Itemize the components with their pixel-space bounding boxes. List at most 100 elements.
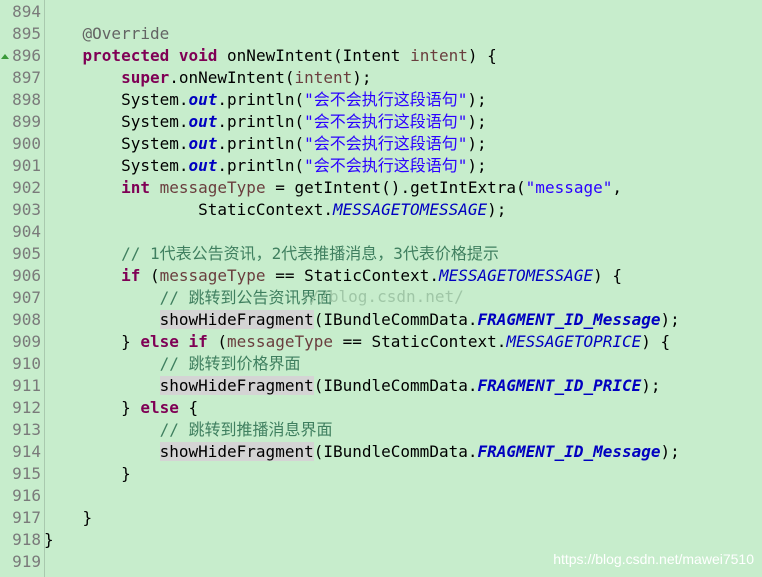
code-token: out [188, 90, 218, 109]
line-number: 903 [12, 200, 41, 219]
line-code: showHideFragment(IBundleCommData.FRAGMEN… [44, 309, 680, 331]
line-number: 901 [12, 156, 41, 175]
code-line[interactable]: 903 StaticContext.MESSAGETOMESSAGE); [0, 199, 762, 221]
code-line[interactable]: 896 protected void onNewIntent(Intent in… [0, 45, 762, 67]
line-number: 909 [12, 332, 41, 351]
code-token: super [121, 68, 170, 87]
code-token: ) { [467, 46, 497, 65]
line-code: System.out.println("会不会执行这段语句"); [44, 89, 487, 111]
code-token: FRAGMENT_ID_Message [477, 310, 661, 329]
code-token: "会不会执行这段语句" [304, 134, 468, 153]
line-number: 915 [12, 464, 41, 483]
code-line[interactable]: 904 [0, 221, 762, 243]
code-token: ); [467, 156, 487, 175]
code-line[interactable]: 905 // 1代表公告资讯，2代表推播消息，3代表价格提示 [0, 243, 762, 265]
line-code: } [44, 463, 131, 485]
line-number: 902 [12, 178, 41, 197]
code-token: == StaticContext. [333, 332, 507, 351]
code-token [44, 178, 121, 197]
code-token: } [44, 398, 141, 417]
code-line[interactable]: 916 [0, 485, 762, 507]
code-token: messageType [159, 178, 266, 197]
code-line[interactable]: 913 // 跳转到推播消息界面 [0, 419, 762, 441]
code-line[interactable]: 919 [0, 551, 762, 573]
line-code: } else if (messageType == StaticContext.… [44, 331, 670, 353]
code-line[interactable]: 915 } [0, 463, 762, 485]
code-token: protected [82, 46, 170, 65]
code-token [44, 46, 83, 65]
code-token: else [140, 332, 179, 351]
line-code: @Override [44, 23, 170, 45]
line-code: // 跳转到价格界面 [44, 353, 301, 375]
code-token: FRAGMENT_ID_Message [477, 442, 661, 461]
line-number: 917 [12, 508, 41, 527]
code-token: } [44, 464, 131, 483]
code-token: ); [467, 112, 487, 131]
code-token [44, 442, 160, 461]
code-line[interactable]: 894 [0, 1, 762, 23]
code-token: void [178, 46, 218, 65]
code-line[interactable]: 917 } [0, 507, 762, 529]
code-token [44, 354, 160, 373]
code-token: .onNewIntent( [169, 68, 295, 87]
code-token: "message" [525, 178, 613, 197]
code-line[interactable]: 914 showHideFragment(IBundleCommData.FRA… [0, 441, 762, 463]
code-token: out [188, 134, 218, 153]
code-token: MESSAGETOMESSAGE [332, 200, 488, 219]
code-token: = getIntent().getIntExtra( [265, 178, 526, 197]
code-line[interactable]: 900 System.out.println("会不会执行这段语句"); [0, 133, 762, 155]
code-line[interactable]: 909 } else if (messageType == StaticCont… [0, 331, 762, 353]
code-line[interactable]: 911 showHideFragment(IBundleCommData.FRA… [0, 375, 762, 397]
code-line[interactable]: 907 // 跳转到公告资讯界面 [0, 287, 762, 309]
line-number: 896 [12, 46, 41, 65]
line-code: System.out.println("会不会执行这段语句"); [44, 155, 487, 177]
code-token: if [121, 266, 141, 285]
line-number: 913 [12, 420, 41, 439]
code-line[interactable]: 899 System.out.println("会不会执行这段语句"); [0, 111, 762, 133]
code-line[interactable]: 898 System.out.println("会不会执行这段语句"); [0, 89, 762, 111]
code-line[interactable]: 902 int messageType = getIntent().getInt… [0, 177, 762, 199]
code-line[interactable]: 908 showHideFragment(IBundleCommData.FRA… [0, 309, 762, 331]
code-token: showHideFragment [159, 310, 314, 329]
code-token: // 1代表公告资讯，2代表推播消息，3代表价格提示 [121, 244, 499, 263]
line-number: 894 [12, 2, 41, 21]
code-token: else [140, 398, 179, 417]
line-code: System.out.println("会不会执行这段语句"); [44, 133, 487, 155]
code-token: (IBundleCommData. [313, 310, 478, 329]
code-token: out [188, 112, 218, 131]
line-code: // 1代表公告资讯，2代表推播消息，3代表价格提示 [44, 243, 499, 265]
code-token: if [188, 332, 208, 351]
code-token [44, 266, 121, 285]
code-token: // 跳转到推播消息界面 [159, 420, 333, 439]
code-token [150, 178, 160, 197]
code-token [44, 24, 83, 43]
code-token: out [188, 156, 218, 175]
code-token: ( [140, 266, 160, 285]
code-line[interactable]: 910 // 跳转到价格界面 [0, 353, 762, 375]
code-line[interactable]: 897 super.onNewIntent(intent); [0, 67, 762, 89]
bottom-watermark: https://blog.csdn.net/mawei7510 [553, 551, 754, 567]
override-triangle-icon[interactable] [1, 54, 9, 59]
code-token [44, 310, 160, 329]
code-token: StaticContext. [44, 200, 333, 219]
code-line[interactable]: 918} [0, 529, 762, 551]
code-token: .println( [217, 112, 305, 131]
code-token: System. [44, 134, 189, 153]
code-token [44, 420, 160, 439]
line-number: 898 [12, 90, 41, 109]
line-number: 918 [12, 530, 41, 549]
code-line[interactable]: 895 @Override [0, 23, 762, 45]
line-number: 912 [12, 398, 41, 417]
line-code: showHideFragment(IBundleCommData.FRAGMEN… [44, 441, 680, 463]
code-token: @Override [82, 24, 170, 43]
code-line[interactable]: 912 } else { [0, 397, 762, 419]
gutter-divider [44, 0, 45, 577]
line-number: 906 [12, 266, 41, 285]
code-token: messageType [227, 332, 333, 351]
code-token: ); [352, 68, 372, 87]
line-code: int messageType = getIntent().getIntExtr… [44, 177, 622, 199]
code-line[interactable]: 906 if (messageType == StaticContext.MES… [0, 265, 762, 287]
code-line[interactable]: 901 System.out.println("会不会执行这段语句"); [0, 155, 762, 177]
line-code: if (messageType == StaticContext.MESSAGE… [44, 265, 622, 287]
